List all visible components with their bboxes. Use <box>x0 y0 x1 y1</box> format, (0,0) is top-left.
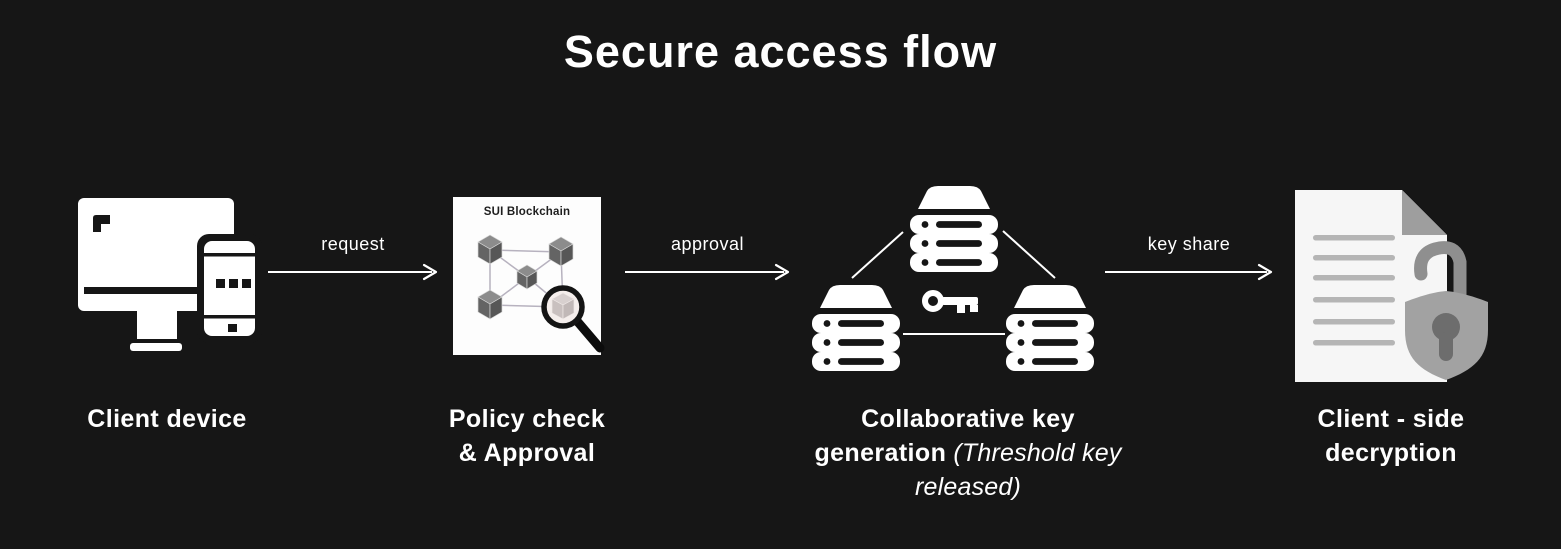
node-client-decryption <box>1295 190 1495 385</box>
arrow-label-approval: approval <box>670 234 745 254</box>
label-client-decryption: Client - side decryption <box>1317 405 1465 467</box>
document-text-lines <box>1313 235 1395 346</box>
open-padlock-icon <box>1405 241 1488 380</box>
node-client-device <box>78 198 262 354</box>
cluster-lines <box>851 230 1056 335</box>
label-threshold-sublabel: (Threshold key released) <box>914 439 1122 501</box>
label-client-device: Client device <box>87 405 247 433</box>
label-policy-check: Policy check & Approval <box>448 405 606 467</box>
node-policy-check: SUI Blockchain <box>453 197 605 355</box>
blockchain-network-icon <box>453 197 605 355</box>
page-title: Secure access flow <box>563 26 998 77</box>
arrow-request <box>268 262 438 282</box>
document-icon <box>1295 190 1488 382</box>
arrow-key-share <box>1105 262 1273 282</box>
card-title: SUI Blockchain <box>483 206 571 218</box>
arrow-right-icon <box>625 263 790 281</box>
magnifier-icon <box>541 285 605 353</box>
arrow-label-key-share: key share <box>1147 234 1231 254</box>
arrow-approval <box>625 262 790 282</box>
arrow-label-request: request <box>321 234 385 254</box>
arrow-right-icon <box>268 263 438 281</box>
server-stack-icon <box>812 186 1094 371</box>
node-collaborative-keygen <box>808 180 1098 375</box>
label-collaborative-keygen-main: Collaborative key generation <box>814 405 1075 467</box>
label-collaborative-keygen: Collaborative key generation (Threshold … <box>813 402 1123 504</box>
arrow-right-icon <box>1105 263 1273 281</box>
desktop-and-phone-icon <box>78 198 262 351</box>
key-icon <box>922 290 978 313</box>
blockchain-cubes <box>477 234 574 320</box>
server-cluster-icon <box>812 186 1094 371</box>
